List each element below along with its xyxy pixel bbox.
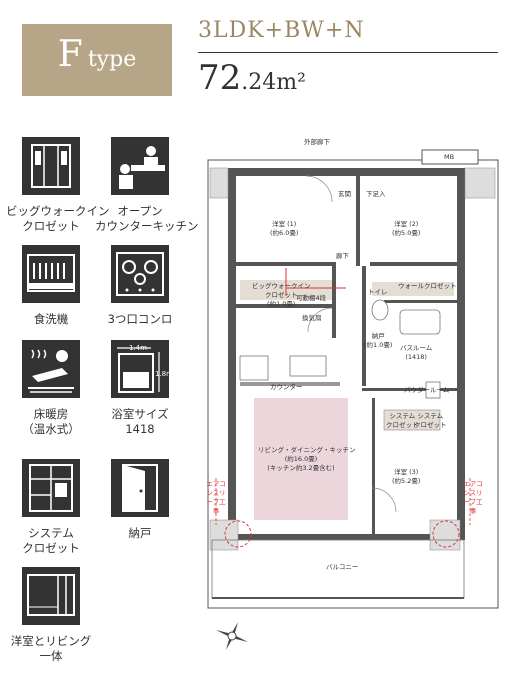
counter-label: カウンター: [270, 383, 303, 391]
feature-label: カウンターキッチン: [95, 219, 199, 233]
type-word: type: [87, 47, 137, 72]
aircon-right-label: エアコンスリーブ工事: [463, 480, 483, 515]
feature-label: ビッグウォークイン: [6, 204, 110, 218]
feature-label: 食洗機: [33, 312, 69, 326]
floor-area: 72.24m²: [198, 58, 306, 98]
balcony-label: バルコニー: [326, 563, 359, 571]
dishwasher-icon: [22, 245, 80, 303]
area-unit: m²: [276, 70, 306, 95]
open-kitchen-icon: [111, 137, 169, 195]
fan-label: 換気扇: [302, 314, 322, 322]
mb-label: MB: [444, 153, 455, 161]
feature-label: 3つ口コンロ: [107, 312, 173, 326]
feature-label: オープン: [117, 204, 163, 218]
header-divider: [198, 52, 498, 53]
aircon-left-label: エアコンスリーブ工事: [206, 480, 226, 515]
type-badge: F type: [22, 24, 172, 96]
system-closet-label-2: システムクロゼット: [414, 412, 447, 429]
system-closet-icon: [22, 459, 80, 517]
feature-label: クロゼット: [22, 541, 80, 555]
big-wic-label: ビッグウォークインクロゼット(約1.0畳): [252, 282, 311, 308]
bathroom-label: バスルーム(1418): [400, 344, 433, 361]
feature-label: 1418: [125, 422, 155, 436]
shelf-label: 可動棚4段: [296, 294, 327, 302]
room2-label: 洋室 (2)(約5.0畳): [392, 220, 421, 237]
walk-in-closet-icon: [22, 137, 80, 195]
feature-label: （温水式）: [22, 422, 80, 436]
feature-label: 洋室とリビング: [10, 634, 92, 648]
hallway-label: 廊下: [336, 252, 349, 260]
feature-label: システム: [28, 526, 74, 540]
entrance-label: 玄関: [338, 190, 351, 198]
feature-label: 浴室サイズ: [111, 407, 169, 421]
room3-label: 洋室 (3)(約5.2畳): [392, 468, 421, 485]
stove-icon: [111, 245, 169, 303]
storage-door-icon: [111, 459, 169, 517]
area-number: 72: [198, 58, 242, 98]
bath-length-text: 1.8m: [155, 370, 169, 378]
area-decimal: .24: [241, 70, 277, 95]
system-closet-label-1: システムクロゼット: [386, 412, 419, 429]
wall-closet-label: ウォールクロゼット: [398, 282, 457, 290]
room-living-icon: [22, 567, 80, 625]
bathtub-icon: 1.4m 1.8m: [111, 340, 169, 398]
feature-label: 納戸: [128, 526, 152, 540]
room1-label: 洋室 (1)(約6.0畳): [270, 220, 299, 237]
bath-width-text: 1.4m: [129, 344, 147, 352]
powder-label: パウダールーム: [404, 386, 450, 394]
plan-name: 3LDK+BW+N: [198, 18, 365, 43]
feature-label: 一体: [39, 649, 63, 663]
nando-label: 納戸(約1.0畳): [364, 332, 393, 349]
shoe-storage-label: 下足入: [366, 190, 386, 198]
feature-label: クロゼット: [22, 219, 80, 233]
ldk-label: リビング・ダイニング・キッチン(約16.0畳)(キッチン約3.2畳含む): [258, 446, 356, 472]
toilet-label: トイレ: [368, 288, 388, 296]
type-letter: F: [57, 34, 83, 75]
floor-heating-icon: [22, 340, 80, 398]
corridor-label: 外部廊下: [304, 138, 330, 146]
feature-label: 床暖房: [33, 407, 69, 421]
